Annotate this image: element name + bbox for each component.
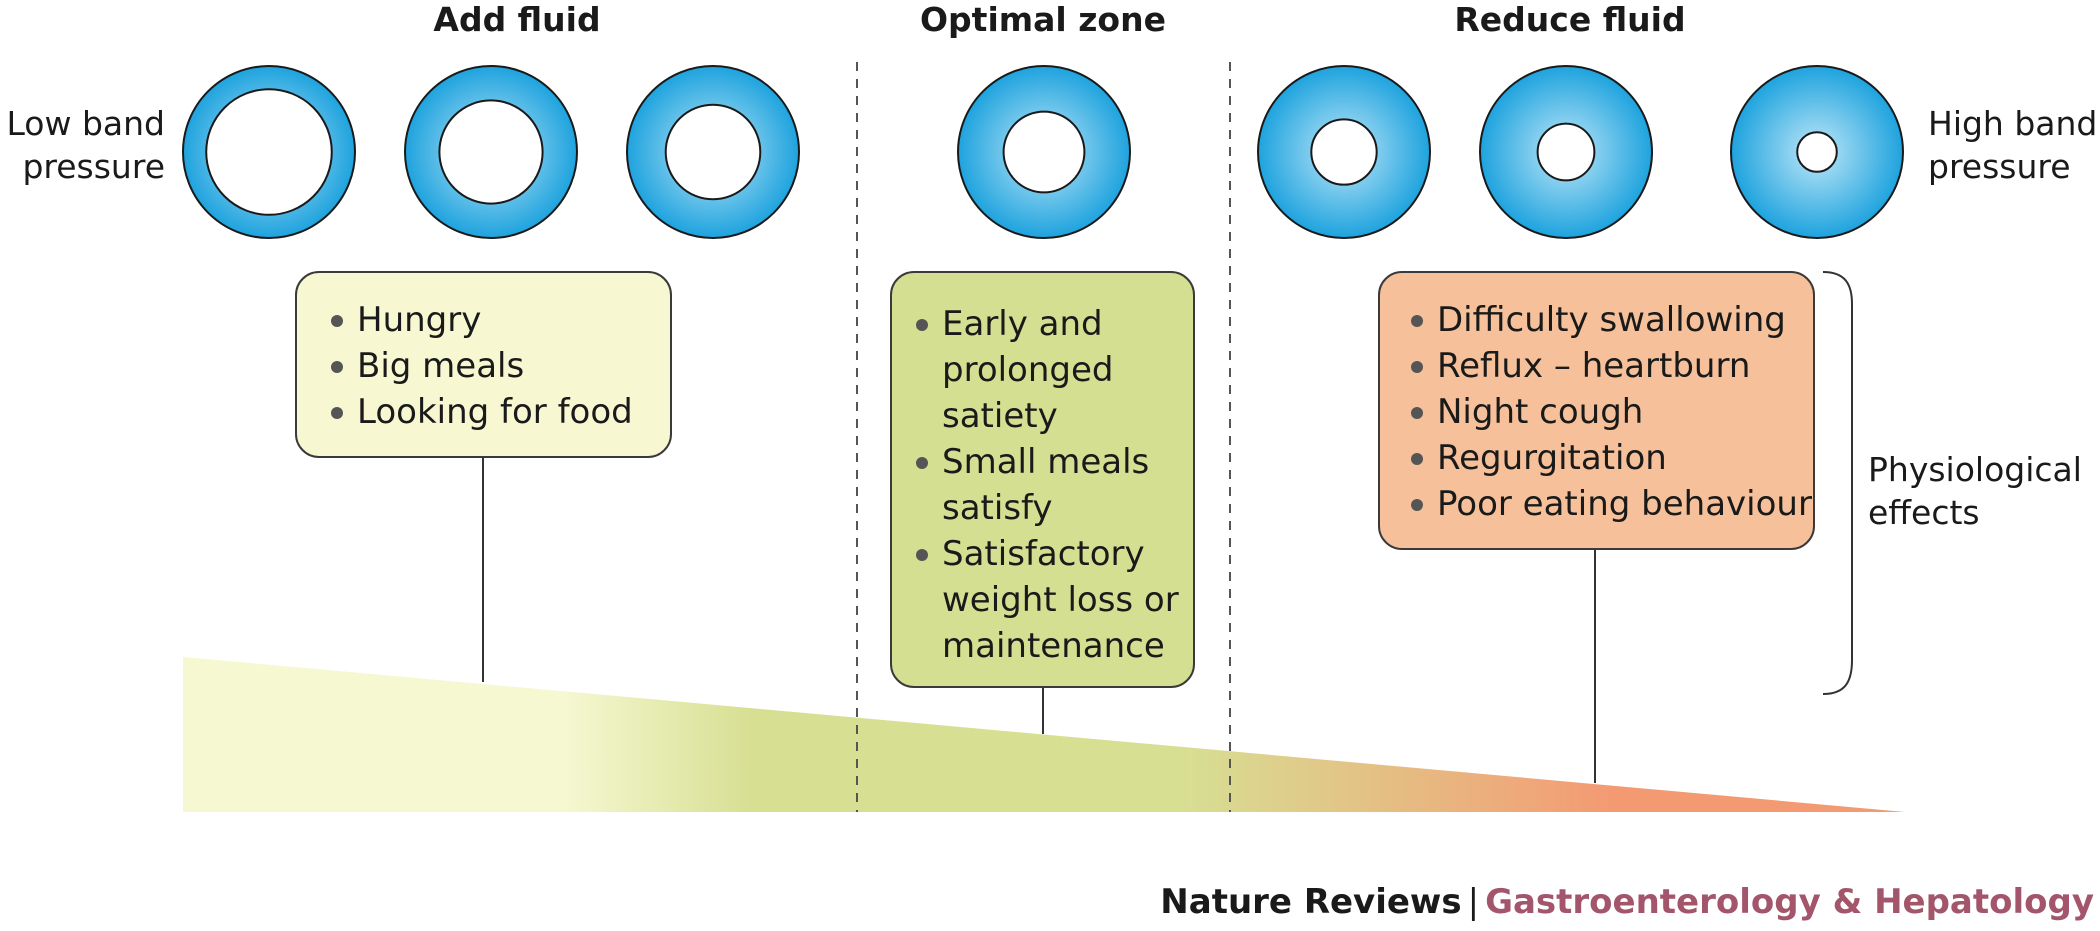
ring-add-1-icon (182, 65, 356, 239)
bullet-icon (331, 361, 343, 373)
low-band-pressure-label: Low band pressure (0, 102, 165, 188)
band-lumen-circle (1310, 118, 1378, 186)
publication-credit: Nature Reviews|Gastroenterology & Hepato… (1160, 882, 2094, 922)
high-band-pressure-label: High band pressure (1928, 102, 2100, 188)
heading-add-fluid: Add fluid (433, 0, 601, 39)
band-lumen-circle (1002, 110, 1086, 194)
band-lumen-circle (664, 103, 762, 201)
effect-item-line: Regurgitation (1437, 438, 1667, 478)
effect-item-line: Satisfactory (942, 534, 1145, 574)
bullet-icon (331, 407, 343, 419)
effect-item: Looking for food (327, 389, 670, 435)
effect-item-line: weight loss or (942, 580, 1179, 620)
ring-optimal-icon (957, 65, 1131, 239)
bullet-icon (1411, 499, 1423, 511)
effect-item: Satisfactory weight loss or maintenance (912, 531, 1193, 669)
effect-item-line: maintenance (942, 626, 1165, 666)
effect-item-line: Big meals (357, 346, 525, 386)
effect-item-line: Early and (942, 304, 1103, 344)
bullet-icon (916, 457, 928, 469)
ring-reduce-3-icon (1730, 65, 1904, 239)
effect-item-line: prolonged (942, 350, 1114, 390)
effects-label-line1: Physiological (1868, 450, 2082, 489)
low-label-line1: Low band (6, 104, 165, 143)
journal-name: Gastroenterology & Hepatology (1485, 882, 2094, 922)
bullet-icon (331, 315, 343, 327)
high-label-line1: High band (1928, 104, 2098, 143)
ring-add-2-icon (404, 65, 578, 239)
effect-item: Night cough (1407, 389, 1813, 435)
low-label-line2: pressure (22, 147, 165, 186)
effect-item-line: Small meals (942, 442, 1150, 482)
effect-item: Reflux – heartburn (1407, 343, 1813, 389)
ring-add-3-icon (626, 65, 800, 239)
effect-item-line: satiety (942, 396, 1058, 436)
effects-label-line2: effects (1868, 493, 1980, 532)
band-lumen-circle (438, 99, 544, 205)
physiological-effects-label: Physiological effects (1868, 448, 2100, 534)
publisher-name: Nature Reviews (1160, 882, 1462, 922)
ring-reduce-1-icon (1257, 65, 1431, 239)
band-lumen-circle (1796, 131, 1838, 173)
effect-item: Regurgitation (1407, 435, 1813, 481)
bullet-icon (1411, 361, 1423, 373)
credit-separator: | (1467, 882, 1480, 922)
effect-item-line: Difficulty swallowing (1437, 300, 1786, 340)
effects-bracket (1822, 271, 1853, 695)
high-label-line2: pressure (1928, 147, 2071, 186)
effect-item-line: Reflux – heartburn (1437, 346, 1751, 386)
effect-item: Difficulty swallowing (1407, 297, 1813, 343)
effect-item-line: Poor eating behaviour (1437, 484, 1812, 524)
effect-item-line: Night cough (1437, 392, 1644, 432)
effect-item: Big meals (327, 343, 670, 389)
bullet-icon (916, 549, 928, 561)
effect-item: Small meals satisfy (912, 439, 1193, 531)
heading-optimal-zone: Optimal zone (920, 0, 1166, 39)
band-lumen-circle (1536, 122, 1596, 182)
heading-reduce-fluid: Reduce fluid (1454, 0, 1686, 39)
bullet-icon (916, 319, 928, 331)
effect-item: Early and prolonged satiety (912, 301, 1193, 439)
ring-reduce-2-icon (1479, 65, 1653, 239)
effect-item-line: satisfy (942, 488, 1053, 528)
effect-item: Poor eating behaviour (1407, 481, 1813, 527)
bullet-icon (1411, 315, 1423, 327)
effect-item: Hungry (327, 297, 670, 343)
band-lumen-circle (205, 88, 333, 216)
pressure-wedge (183, 657, 1905, 812)
bullet-icon (1411, 407, 1423, 419)
effect-item-line: Hungry (357, 300, 482, 340)
effect-item-line: Looking for food (357, 392, 633, 432)
bullet-icon (1411, 453, 1423, 465)
